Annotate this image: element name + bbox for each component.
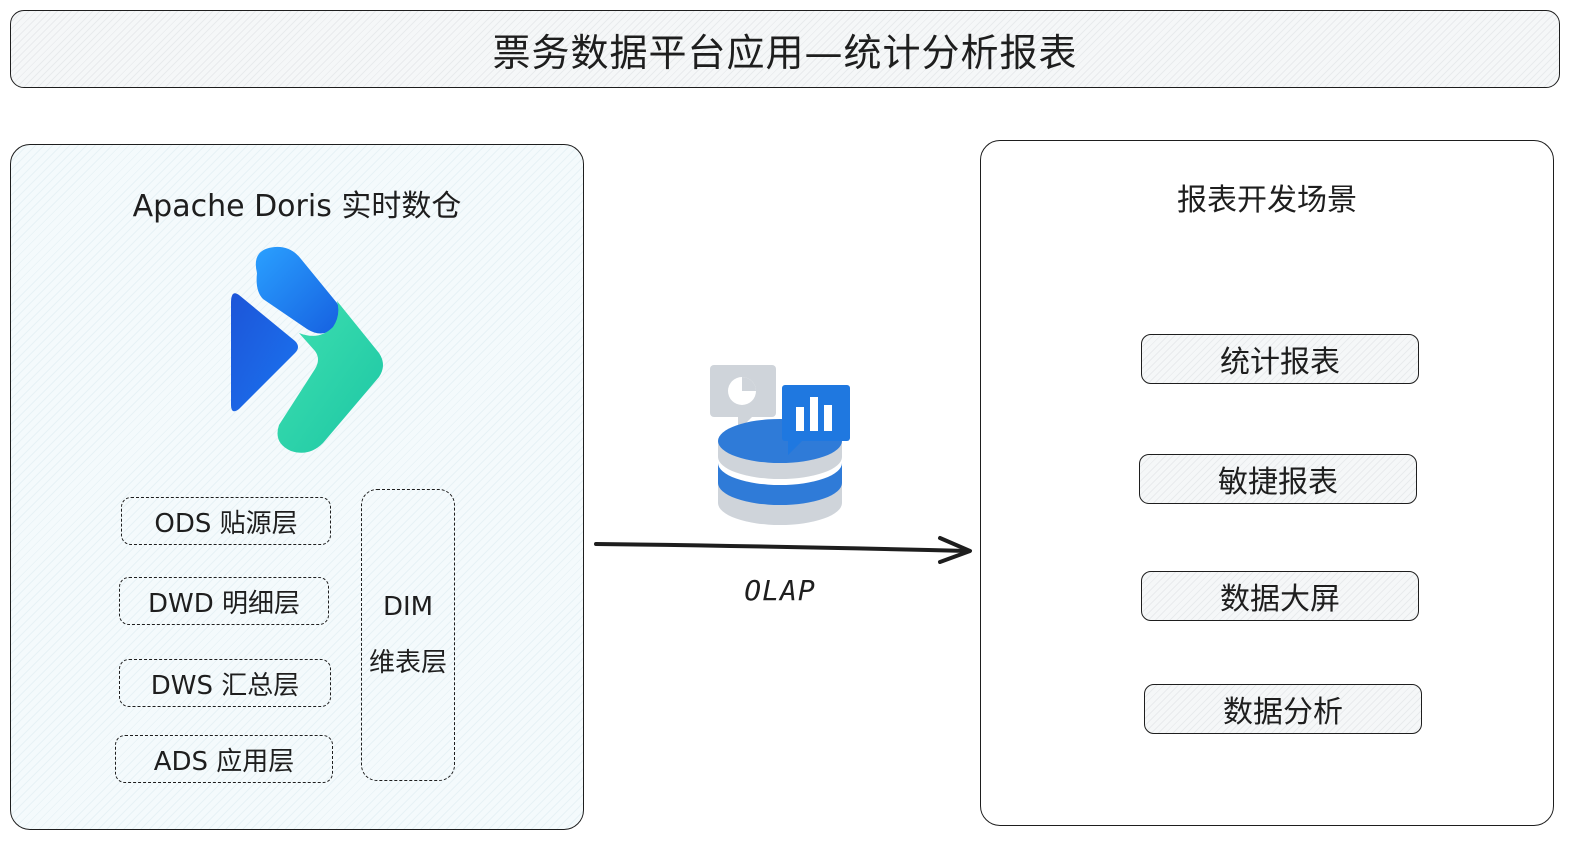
title-bar: 票务数据平台应用—统计分析报表	[10, 10, 1560, 88]
database-chart-icon	[710, 365, 850, 525]
scenario-label: 统计报表	[1220, 345, 1340, 380]
report-panel-title: 报表开发场景	[1177, 183, 1357, 218]
scenario-data-analysis: 数据分析	[1144, 684, 1422, 734]
layer-ads-label: ADS 应用层	[153, 746, 295, 777]
doris-panel-title: Apache Doris 实时数仓	[132, 189, 462, 224]
layer-dws-label: DWS 汇总层	[150, 670, 300, 701]
layer-dws: DWS 汇总层	[119, 659, 331, 707]
report-scenarios-panel: 报表开发场景 统计报表 敏捷报表 数据大屏 数据分析	[980, 140, 1554, 826]
layer-dim-sublabel: 维表层	[368, 647, 447, 678]
scenario-agile-report: 敏捷报表	[1139, 454, 1417, 504]
doris-warehouse-panel: Apache Doris 实时数仓 ODS 贴源层 DWD 明细层	[10, 144, 584, 830]
olap-label: OLAP	[744, 574, 816, 607]
layer-dim: DIM 维表层	[361, 489, 455, 781]
layer-dim-label: DIM	[382, 591, 434, 622]
scenario-label: 敏捷报表	[1218, 465, 1338, 500]
layer-dwd: DWD 明细层	[119, 577, 329, 625]
scenario-label: 数据大屏	[1220, 582, 1340, 617]
layer-dwd-label: DWD 明细层	[147, 588, 300, 619]
page-title: 票务数据平台应用—统计分析报表	[492, 30, 1078, 75]
olap-arrow	[594, 536, 972, 564]
layer-ads: ADS 应用层	[115, 735, 333, 783]
layer-ods-label: ODS 贴源层	[154, 508, 298, 539]
apache-doris-logo-icon	[231, 246, 383, 453]
scenario-data-screen: 数据大屏	[1141, 571, 1419, 621]
scenario-label: 数据分析	[1223, 695, 1343, 730]
scenario-statistics-report: 统计报表	[1141, 334, 1419, 384]
layer-ods: ODS 贴源层	[121, 497, 331, 545]
